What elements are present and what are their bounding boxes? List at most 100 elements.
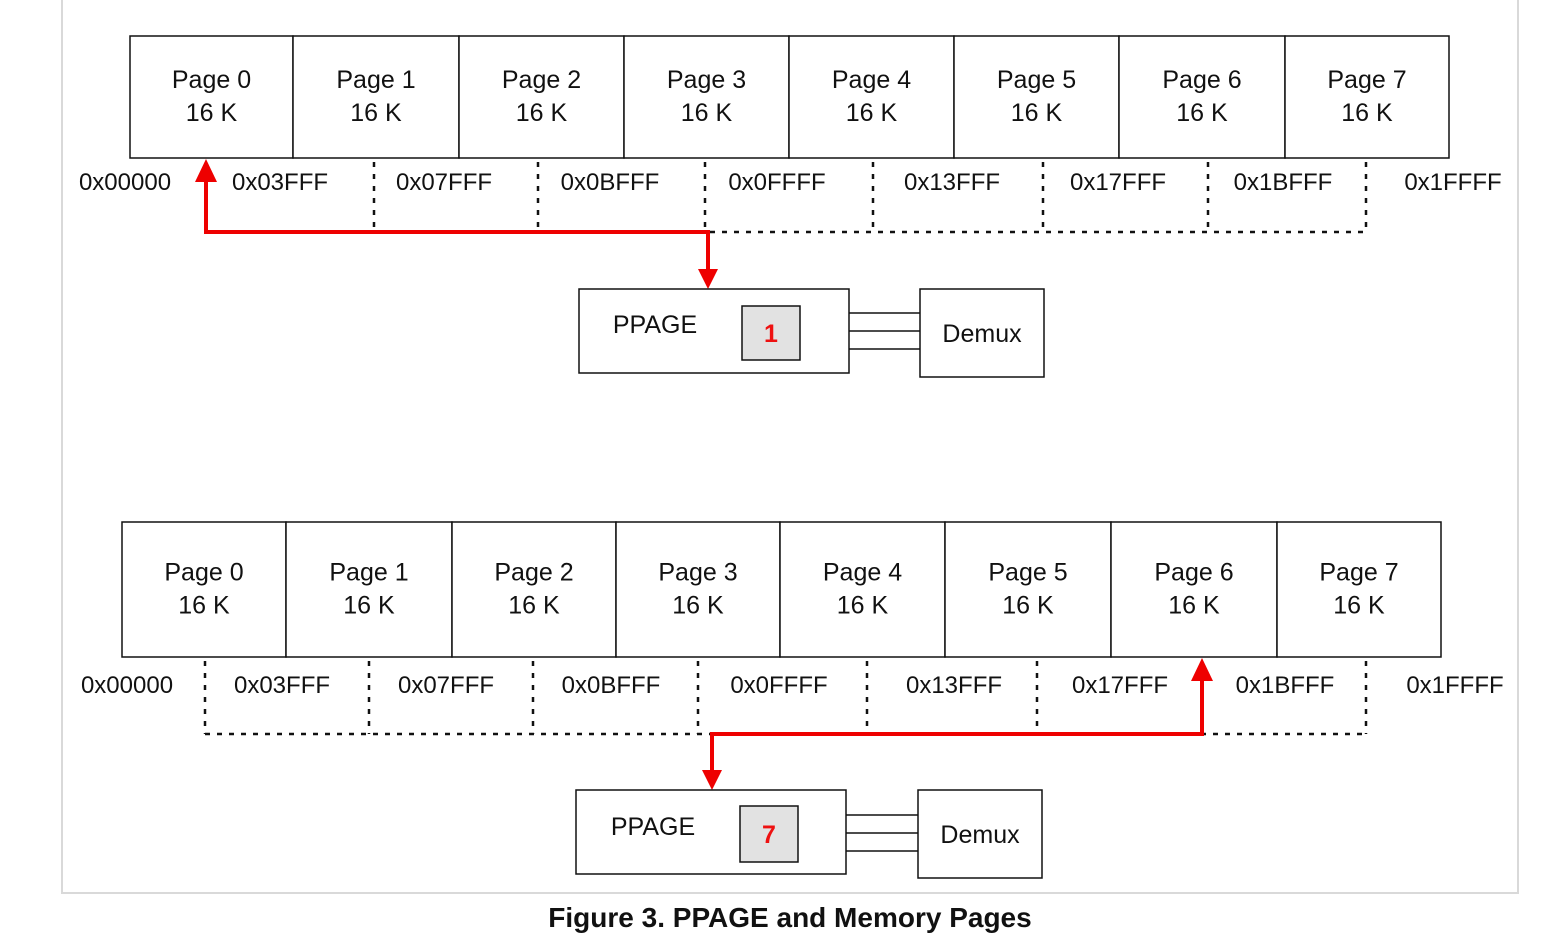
page-size: 16 K: [1168, 592, 1220, 620]
page-box-6: Page 6 16 K: [1110, 521, 1278, 658]
page-name: Page 7: [1327, 66, 1406, 94]
page-name: Page 3: [667, 66, 746, 94]
address-label: 0x07FFF: [396, 169, 492, 196]
page-name: Page 5: [997, 66, 1076, 94]
page-size: 16 K: [1011, 99, 1063, 127]
page-size: 16 K: [837, 592, 889, 620]
page-size: 16 K: [681, 99, 733, 127]
page-name: Page 4: [823, 559, 902, 587]
address-label: 0x03FFF: [232, 169, 328, 196]
page-rect: [1110, 521, 1278, 658]
address-label: 0x0FFFF: [730, 672, 827, 699]
page-rect: [451, 521, 617, 658]
address-label: 0x1BFFF: [1236, 672, 1335, 699]
page-name: Page 1: [336, 66, 415, 94]
page-rect: [788, 35, 955, 159]
address-label: 0x00000: [79, 169, 171, 196]
page-box-5: Page 5 16 K: [953, 35, 1120, 159]
address-label: 0x1FFFF: [1406, 672, 1503, 699]
page-name: Page 1: [329, 559, 408, 587]
page-name: Page 4: [832, 66, 911, 94]
address-label: 0x1BFFF: [1234, 169, 1333, 196]
ppage-register: PPAGE 7: [575, 789, 847, 875]
address-label: 0x00000: [81, 672, 173, 699]
page-size: 16 K: [846, 99, 898, 127]
page-rect: [779, 521, 946, 658]
ppage-label: PPAGE: [613, 311, 697, 339]
memory-panel-1: Page 0 16 K Page 1 16 K Page 2 16 K Page 3 16 K…: [79, 35, 1502, 378]
page-size: 16 K: [508, 592, 560, 620]
page-name: Page 0: [164, 559, 243, 587]
page-rect: [953, 35, 1120, 159]
page-box-1: Page 1 16 K: [292, 35, 460, 159]
page-box-2: Page 2 16 K: [451, 521, 617, 658]
page-size: 16 K: [350, 99, 402, 127]
page-box-6: Page 6 16 K: [1118, 35, 1286, 159]
demux-block: Demux: [919, 288, 1045, 378]
ppage-memory-diagram: Page 0 16 K Page 1 16 K Page 2 16 K Page 3 16 K…: [79, 35, 1504, 879]
page-name: Page 7: [1319, 559, 1398, 587]
memory-panel-2: Page 0 16 K Page 1 16 K Page 2 16 K Page 3 16 K…: [81, 521, 1504, 879]
address-label: 0x0BFFF: [562, 672, 661, 699]
page-name: Page 2: [502, 66, 581, 94]
page-box-0: Page 0 16 K: [121, 521, 287, 658]
page-box-7: Page 7 16 K: [1284, 35, 1450, 159]
page-box-3: Page 3 16 K: [615, 521, 781, 658]
page-rect: [1118, 35, 1286, 159]
address-label: 0x0BFFF: [561, 169, 660, 196]
page-name: Page 0: [172, 66, 251, 94]
address-label: 0x07FFF: [398, 672, 494, 699]
page-name: Page 6: [1162, 66, 1241, 94]
figure-frame: [61, 0, 1519, 894]
page-box-4: Page 4 16 K: [779, 521, 946, 658]
page-box-2: Page 2 16 K: [458, 35, 625, 159]
ppage-register: PPAGE 1: [578, 288, 850, 374]
page-rect: [121, 521, 287, 658]
page-rect: [285, 521, 453, 658]
page-size: 16 K: [516, 99, 568, 127]
page-size: 16 K: [186, 99, 238, 127]
page-rect: [458, 35, 625, 159]
page-rect: [944, 521, 1112, 658]
page-select-arrow: [702, 658, 1213, 790]
page-name: Page 6: [1154, 559, 1233, 587]
address-label: 0x13FFF: [904, 169, 1000, 196]
page-box-3: Page 3 16 K: [623, 35, 790, 159]
page-rect: [623, 35, 790, 159]
page-size: 16 K: [178, 592, 230, 620]
ppage-value: 1: [764, 320, 778, 348]
page-rect: [292, 35, 460, 159]
demux-label: Demux: [942, 320, 1022, 348]
page-rect: [129, 35, 294, 159]
page-size: 16 K: [343, 592, 395, 620]
page-size: 16 K: [672, 592, 724, 620]
address-label: 0x17FFF: [1072, 672, 1168, 699]
page-rect: [1276, 521, 1442, 658]
address-label: 0x13FFF: [906, 672, 1002, 699]
page-box-4: Page 4 16 K: [788, 35, 955, 159]
page-box-7: Page 7 16 K: [1276, 521, 1442, 658]
page-name: Page 2: [494, 559, 573, 587]
page-box-0: Page 0 16 K: [129, 35, 294, 159]
address-label: 0x1FFFF: [1404, 169, 1501, 196]
page-size: 16 K: [1002, 592, 1054, 620]
page-size: 16 K: [1176, 99, 1228, 127]
ppage-value-box: [741, 305, 801, 361]
page-size: 16 K: [1333, 592, 1385, 620]
ppage-label: PPAGE: [611, 813, 695, 841]
figure-caption: Figure 3. PPAGE and Memory Pages: [548, 902, 1032, 933]
page-box-1: Page 1 16 K: [285, 521, 453, 658]
demux-block: Demux: [917, 789, 1043, 879]
page-rect: [1284, 35, 1450, 159]
address-label: 0x03FFF: [234, 672, 330, 699]
address-label: 0x17FFF: [1070, 169, 1166, 196]
page-rect: [615, 521, 781, 658]
page-select-arrow: [195, 159, 718, 289]
demux-label: Demux: [940, 821, 1020, 849]
page-name: Page 3: [658, 559, 737, 587]
ppage-value: 7: [762, 821, 776, 849]
page-size: 16 K: [1341, 99, 1393, 127]
address-label: 0x0FFFF: [728, 169, 825, 196]
page-name: Page 5: [988, 559, 1067, 587]
ppage-value-box: [739, 805, 799, 863]
